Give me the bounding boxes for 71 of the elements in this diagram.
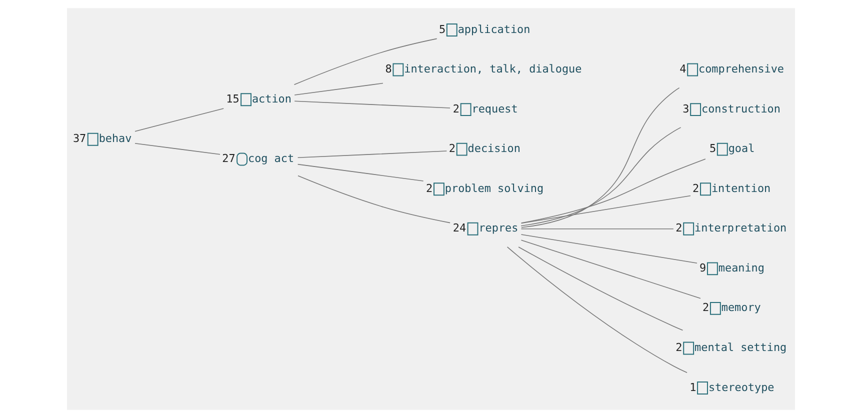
node-label: 4 <box>680 62 686 76</box>
connector <box>521 87 680 228</box>
node-label: comprehensive <box>698 62 784 76</box>
node-label: 1 <box>690 380 696 394</box>
node-label: 2 <box>702 301 710 314</box>
node-label: repres <box>478 222 518 235</box>
node-box <box>240 93 252 106</box>
node-label: intention <box>711 182 771 195</box>
node-box <box>710 302 721 315</box>
connector <box>298 175 450 224</box>
node-label: 8 <box>385 62 392 76</box>
node-label: 2 <box>426 182 433 195</box>
node-label: 5 <box>709 142 716 156</box>
connector <box>506 246 688 374</box>
node-box <box>87 132 98 146</box>
node-box <box>433 182 444 196</box>
node-label: mental setting <box>694 341 787 354</box>
node-label: 5 <box>438 22 446 36</box>
node-label: 37 <box>72 132 86 146</box>
node-label: decision <box>468 142 520 156</box>
node-label: 2 <box>676 222 682 235</box>
connector <box>297 150 448 158</box>
connector <box>294 100 450 108</box>
node-label: 2 <box>448 142 456 156</box>
node-label: request <box>472 102 518 116</box>
node-label: construction <box>702 102 780 116</box>
node-box <box>716 142 728 156</box>
connector <box>294 82 384 96</box>
node-label: interaction, talk, dialogue <box>404 62 582 76</box>
connector <box>294 38 438 86</box>
node-box <box>700 182 711 196</box>
node-label: 2 <box>452 102 460 116</box>
node-label: problem solving <box>444 182 544 195</box>
node-box <box>706 262 718 276</box>
connector <box>134 108 224 132</box>
node-box <box>236 152 248 166</box>
node-box <box>446 24 458 36</box>
node-box <box>392 63 404 76</box>
node-label: 24 <box>452 222 466 235</box>
connector <box>520 158 706 224</box>
node-label: meaning <box>718 261 764 274</box>
node-label: 9 <box>700 261 706 274</box>
node-label: interpretation <box>694 222 787 235</box>
node-label: stereotype <box>708 380 774 394</box>
node-label: 2 <box>692 182 700 195</box>
connector <box>520 127 682 226</box>
node-box <box>460 103 472 116</box>
connector <box>520 240 701 299</box>
node-label: action <box>252 92 292 106</box>
node-label: 2 <box>676 341 682 354</box>
node-label: application <box>458 22 530 36</box>
connector <box>520 195 691 224</box>
node-box <box>456 142 468 156</box>
node-label: 27 <box>222 152 236 166</box>
connector <box>518 246 684 331</box>
connector <box>297 164 424 182</box>
node-label: 15 <box>226 92 240 106</box>
node-label: 3 <box>682 102 690 116</box>
node-box <box>683 222 694 236</box>
node-box <box>467 222 478 236</box>
connector <box>520 234 698 264</box>
node-label: cog act <box>248 152 294 166</box>
node-box <box>687 63 698 76</box>
node-box <box>683 342 694 355</box>
node-label: goal <box>728 142 755 156</box>
node-box <box>697 382 708 394</box>
node-label: memory <box>721 301 761 314</box>
node-box <box>690 103 702 116</box>
connector <box>134 143 220 155</box>
node-label: behav <box>98 132 132 146</box>
connector <box>520 228 674 230</box>
